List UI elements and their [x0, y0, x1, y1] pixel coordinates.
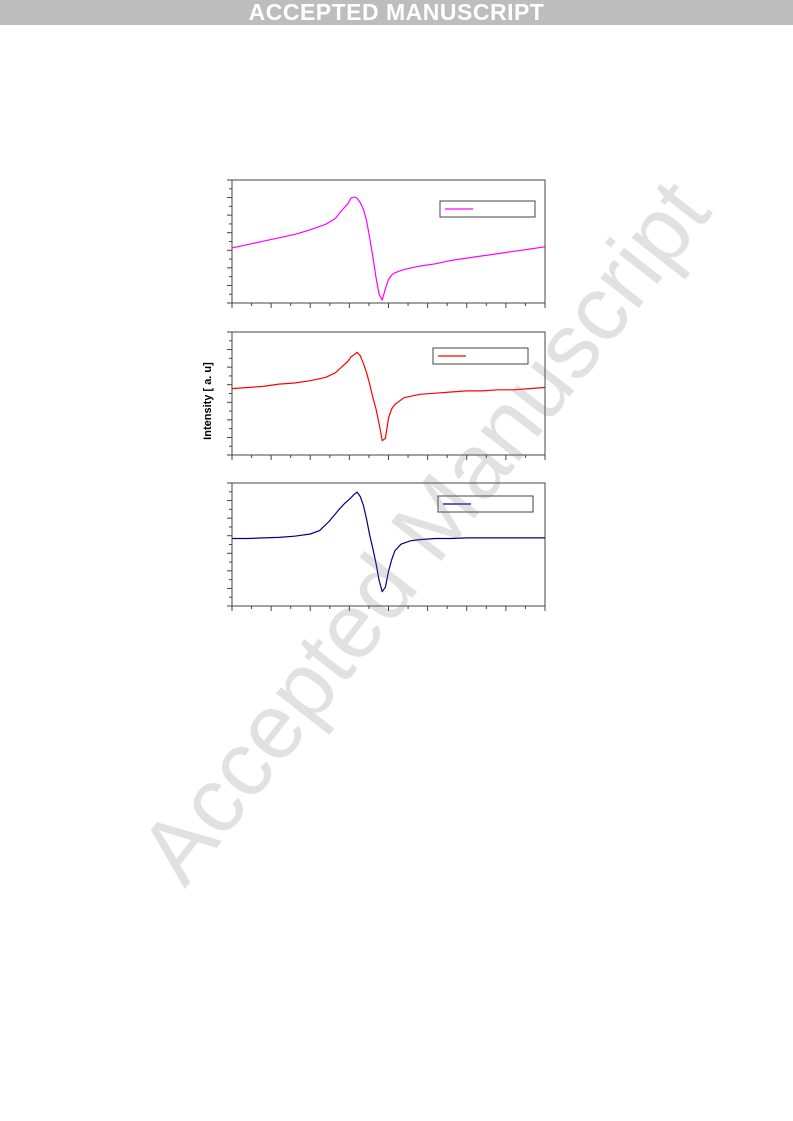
series-line-1 — [231, 196, 546, 301]
accepted-manuscript-banner: ACCEPTED MANUSCRIPT — [0, 0, 793, 25]
legend-box — [437, 495, 534, 513]
y-axis-label: Intensity [ a. u] — [202, 362, 214, 440]
plot-frame — [231, 179, 546, 304]
legend-box — [439, 200, 536, 218]
series-line-3 — [232, 491, 545, 593]
chart-panel-2 — [227, 331, 546, 460]
series-line-2 — [231, 351, 546, 442]
chart-panel-3 — [227, 482, 546, 611]
chart-panels — [227, 179, 546, 611]
legend-box — [432, 347, 529, 365]
chart-panel-1 — [227, 179, 546, 308]
